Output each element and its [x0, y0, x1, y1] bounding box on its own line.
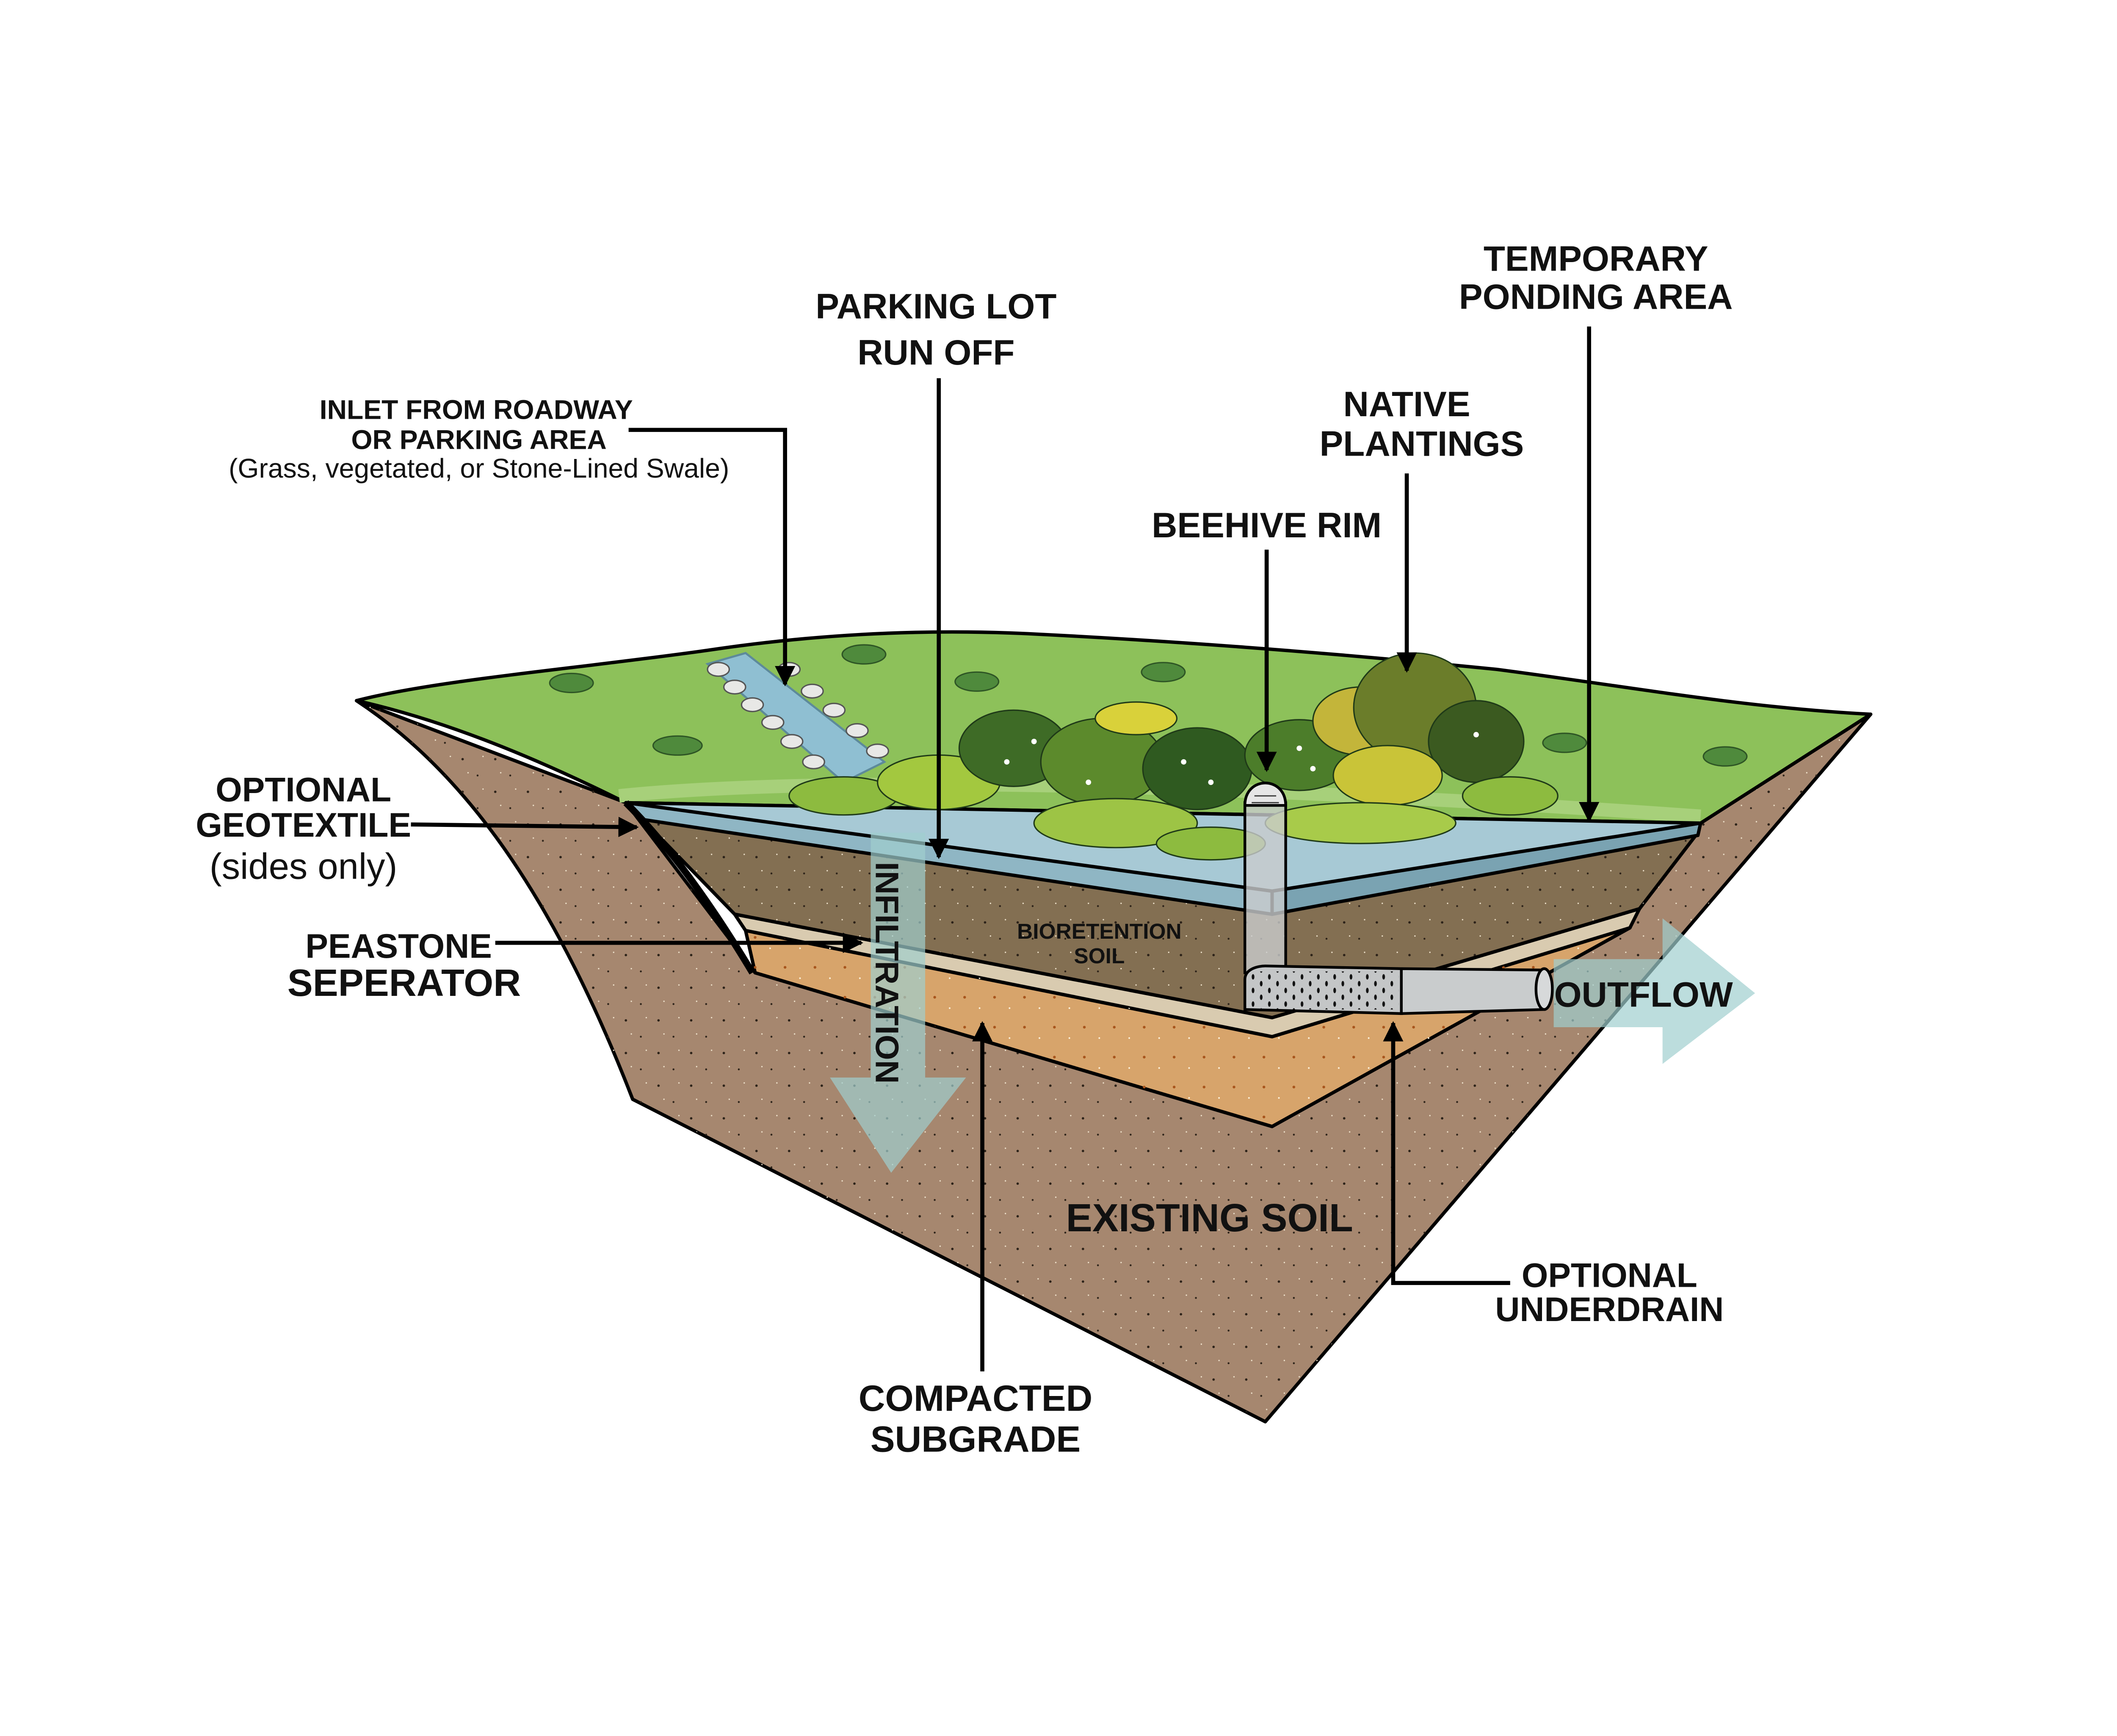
leader-lines [411, 326, 1600, 1371]
infiltration-arrow: INFILTRATION [830, 832, 966, 1173]
native-plantings [788, 652, 1559, 861]
grass-tufts [549, 644, 1748, 767]
svg-text:(Grass, vegetated, or Stone-Li: (Grass, vegetated, or Stone-Lined Swale) [229, 453, 729, 484]
beehive-rim-standpipe [1243, 781, 1287, 974]
infiltration-label: INFILTRATION [868, 862, 905, 1084]
svg-text:OR PARKING AREA: OR PARKING AREA [351, 424, 607, 455]
subgrade-label: COMPACTED SUBGRADE [859, 1378, 1093, 1460]
beehive-label: BEEHIVE RIM [1152, 505, 1382, 545]
svg-text:COMPACTED: COMPACTED [859, 1378, 1093, 1419]
svg-text:GEOTEXTILE: GEOTEXTILE [196, 806, 411, 844]
outflow-arrow: OUTFLOW [1553, 918, 1755, 1064]
svg-text:PEASTONE: PEASTONE [305, 927, 492, 965]
underdrain-pipe [1243, 965, 1554, 1015]
svg-text:SEPERATOR: SEPERATOR [287, 962, 521, 1004]
bioretention-label: BIORETENTION SOIL [1017, 919, 1181, 968]
svg-text:UNDERDRAIN: UNDERDRAIN [1495, 1291, 1724, 1329]
peastone-label: PEASTONE SEPERATOR [287, 927, 521, 1004]
svg-text:PARKING LOT: PARKING LOT [815, 286, 1056, 326]
flower-dots [1004, 732, 1479, 785]
svg-text:OPTIONAL: OPTIONAL [1522, 1257, 1697, 1295]
geotextile-label: OPTIONAL GEOTEXTILE (sides only) [196, 771, 411, 887]
svg-text:BIORETENTION: BIORETENTION [1017, 919, 1181, 943]
svg-text:PONDING AREA: PONDING AREA [1459, 276, 1733, 316]
svg-text:SUBGRADE: SUBGRADE [871, 1418, 1081, 1460]
inlet-label: INLET FROM ROADWAY OR PARKING AREA (Gras… [229, 395, 729, 484]
plantings-label: NATIVE PLANTINGS [1320, 384, 1524, 463]
existing-soil-layer [354, 699, 1873, 1424]
svg-text:OPTIONAL: OPTIONAL [216, 771, 391, 809]
ponding-label: TEMPORARY PONDING AREA [1459, 238, 1733, 316]
svg-text:RUN OFF: RUN OFF [857, 332, 1014, 372]
existing-soil-label: EXISTING SOIL [1066, 1196, 1353, 1240]
svg-text:SOIL: SOIL [1074, 943, 1125, 968]
svg-text:TEMPORARY: TEMPORARY [1484, 238, 1708, 278]
outflow-label: OUTFLOW [1554, 975, 1733, 1015]
svg-text:PLANTINGS: PLANTINGS [1320, 423, 1524, 463]
runoff-label: PARKING LOT RUN OFF [815, 286, 1056, 372]
svg-text:INLET FROM ROADWAY: INLET FROM ROADWAY [320, 395, 633, 425]
underdrain-label: OPTIONAL UNDERDRAIN [1495, 1257, 1724, 1329]
svg-text:(sides only): (sides only) [210, 846, 398, 887]
svg-text:NATIVE: NATIVE [1343, 384, 1470, 424]
